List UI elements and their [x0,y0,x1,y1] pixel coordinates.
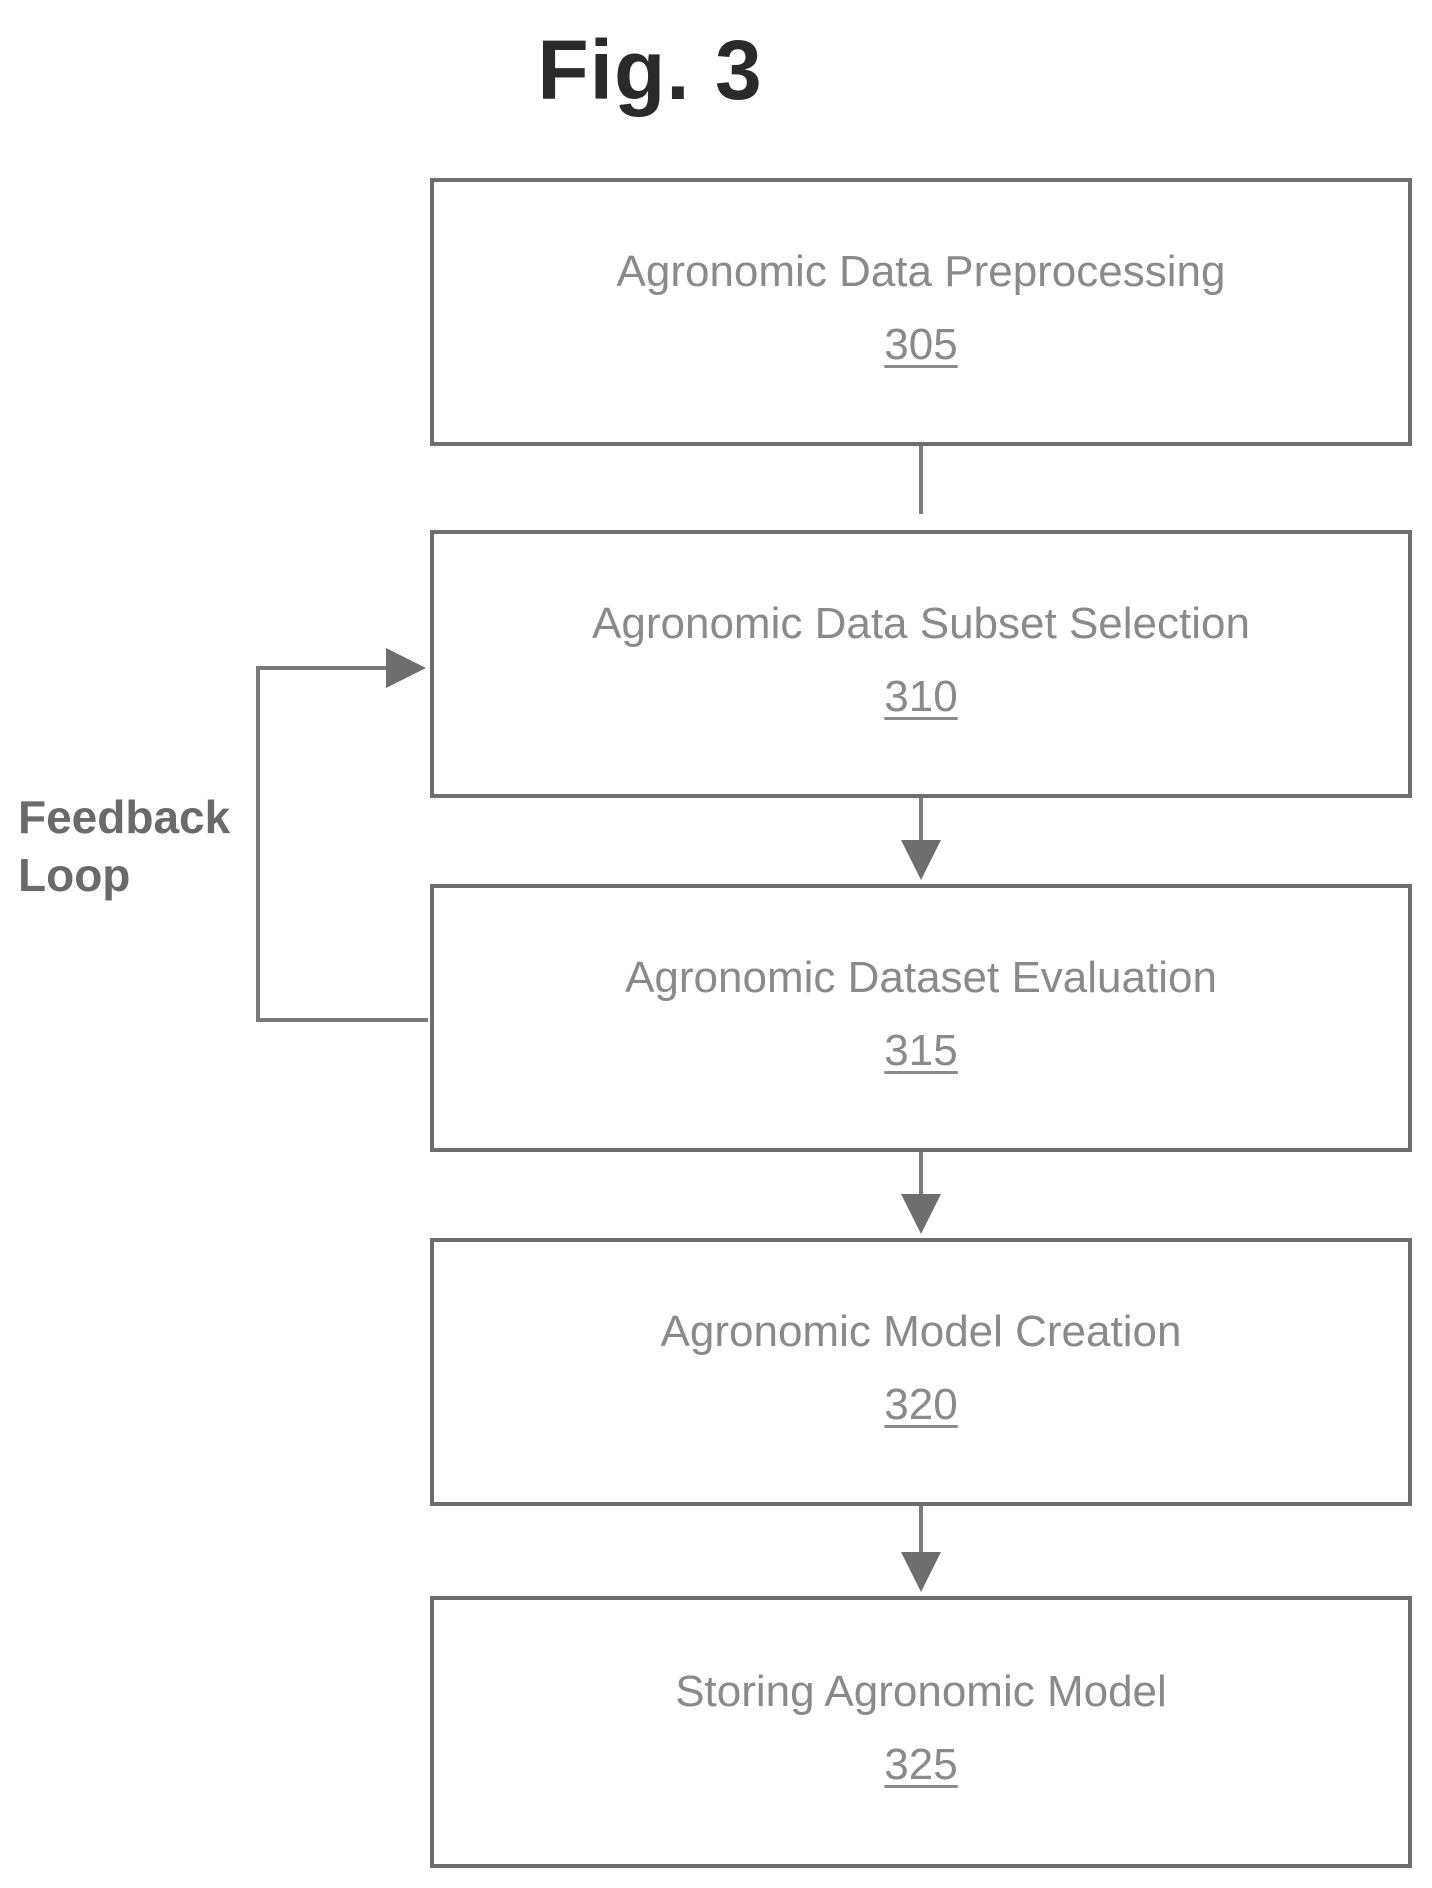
step-box-320: Agronomic Model Creation 320 [430,1238,1412,1506]
figure-title-text: Fig. 3 [537,23,762,117]
figure-title: Fig. 3 [0,22,1432,119]
feedback-label-line1: Feedback [18,788,230,846]
step-reference-number: 305 [884,320,957,370]
step-label: Agronomic Dataset Evaluation [625,952,1217,1005]
step-box-305: Agronomic Data Preprocessing 305 [430,178,1412,446]
step-reference-number: 315 [884,1026,957,1076]
feedback-label-line2: Loop [18,846,230,904]
step-box-325: Storing Agronomic Model 325 [430,1596,1412,1868]
step-label: Agronomic Data Preprocessing [617,246,1226,299]
step-label: Agronomic Data Subset Selection [592,598,1250,651]
step-reference-number: 310 [884,672,957,722]
step-label: Storing Agronomic Model [675,1666,1167,1719]
step-box-310: Agronomic Data Subset Selection 310 [430,530,1412,798]
feedback-loop-arrow [258,668,428,1020]
step-reference-number: 325 [884,1740,957,1790]
step-box-315: Agronomic Dataset Evaluation 315 [430,884,1412,1152]
feedback-loop-label: Feedback Loop [18,788,230,904]
step-label: Agronomic Model Creation [661,1306,1182,1359]
step-reference-number: 320 [884,1380,957,1430]
